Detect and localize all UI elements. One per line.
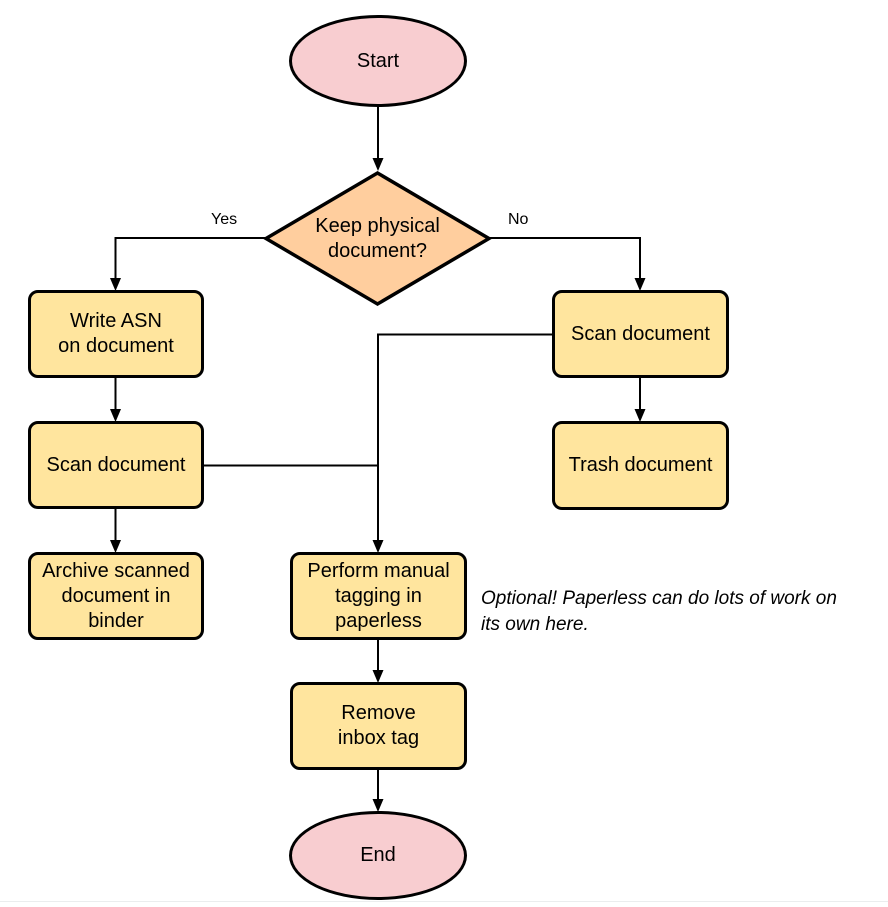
edge-decision-yes-to-write-asn <box>110 237 265 291</box>
node-manual-tagging-label: Perform manual tagging in paperless <box>307 559 450 632</box>
node-write-asn-label: Write ASN on document <box>58 310 174 357</box>
edge-scan-right-to-tagging <box>372 333 552 553</box>
node-remove-inbox-tag: Remove inbox tag <box>290 682 467 770</box>
node-start: Start <box>289 15 467 107</box>
node-end: End <box>289 811 467 900</box>
node-write-asn: Write ASN on document <box>28 290 204 378</box>
diamond-shape <box>263 170 492 307</box>
node-archive-binder-label: Archive scanned document in binder <box>42 559 190 632</box>
node-scan-document-right-label: Scan document <box>571 322 710 345</box>
annotation-optional-note: Optional! Paperless can do lots of work … <box>481 588 837 635</box>
node-scan-document-left-label: Scan document <box>46 453 186 476</box>
node-scan-document-right: Scan document <box>552 290 729 378</box>
edge-label-yes: Yes <box>211 211 238 228</box>
node-decision-label: Keep physical document? <box>315 214 440 262</box>
node-trash-document: Trash document <box>552 421 729 510</box>
node-end-label: End <box>360 844 396 866</box>
edge-decision-no-to-scan-right <box>490 237 646 291</box>
node-remove-inbox-tag-label: Remove inbox tag <box>337 702 420 749</box>
node-trash-document-label: Trash document <box>568 454 713 476</box>
node-scan-document-left: Scan document <box>28 421 204 509</box>
bottom-hairline <box>0 901 888 902</box>
edge-label-no: No <box>508 211 529 228</box>
node-archive-binder: Archive scanned document in binder <box>28 552 204 640</box>
node-decision: Keep physical document? <box>263 170 492 307</box>
node-manual-tagging: Perform manual tagging in paperless <box>290 552 467 640</box>
node-start-label: Start <box>356 49 400 72</box>
